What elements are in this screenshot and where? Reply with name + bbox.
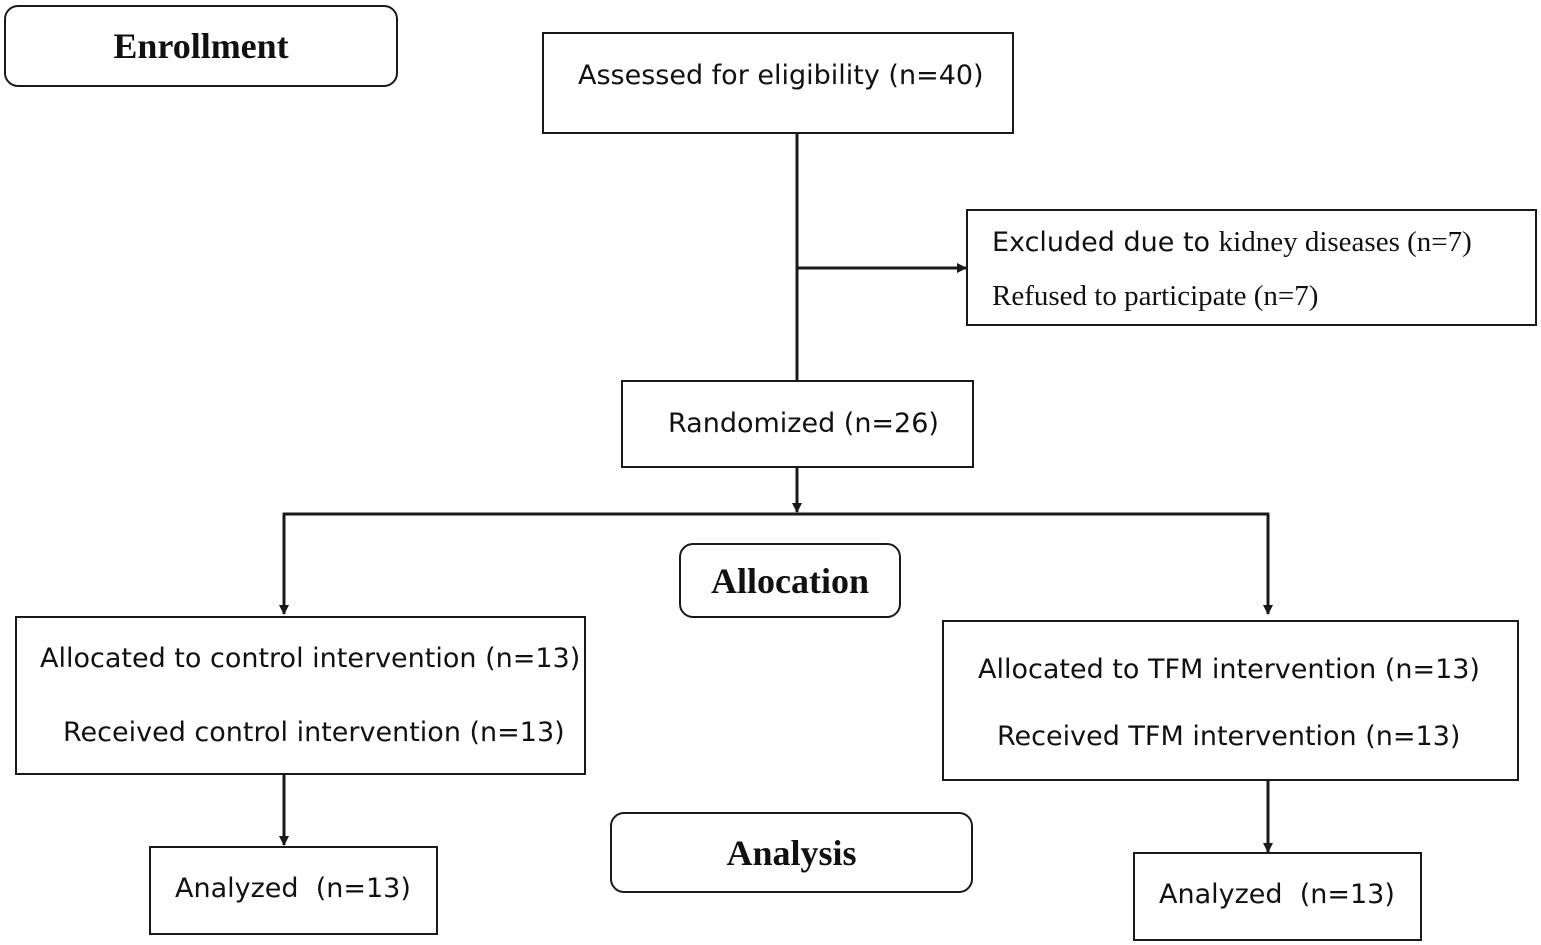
randomized-text: Randomized (n=26)	[668, 408, 939, 439]
assessed-text: Assessed for eligibility (n=40)	[578, 60, 984, 91]
tfm-allocated-text: Allocated to TFM intervention (n=13)	[978, 654, 1480, 685]
enrollment-stage-label: Enrollment	[4, 5, 398, 87]
randomized-box	[621, 380, 974, 468]
control-received-text: Received control intervention (n=13)	[63, 717, 565, 748]
assessed-box	[542, 32, 1014, 134]
excluded-reason-prefix: Excluded due to	[992, 227, 1211, 258]
control-analyzed-text: Analyzed (n=13)	[175, 873, 411, 904]
tfm-arm-box	[942, 620, 1519, 781]
tfm-analyzed-box	[1133, 852, 1422, 941]
control-allocated-text: Allocated to control intervention (n=13)	[40, 643, 581, 674]
tfm-analyzed-text: Analyzed (n=13)	[1159, 879, 1395, 910]
excluded-box	[966, 209, 1537, 326]
analysis-text: Analysis	[726, 832, 857, 873]
excluded-line-2: Refused to participate (n=7)	[992, 280, 1319, 312]
allocation-text: Allocation	[711, 560, 869, 601]
excluded-reason-kidney: kidney diseases (n=7)	[1218, 226, 1472, 258]
control-analyzed-box	[149, 846, 438, 935]
analysis-stage-label: Analysis	[610, 812, 973, 893]
tfm-received-text: Received TFM intervention (n=13)	[997, 721, 1461, 752]
enrollment-text: Enrollment	[113, 26, 289, 66]
allocation-stage-label: Allocation	[679, 543, 901, 618]
control-arm-box	[15, 616, 586, 775]
excluded-line-1: Excluded due to kidney diseases (n=7)	[992, 226, 1472, 259]
